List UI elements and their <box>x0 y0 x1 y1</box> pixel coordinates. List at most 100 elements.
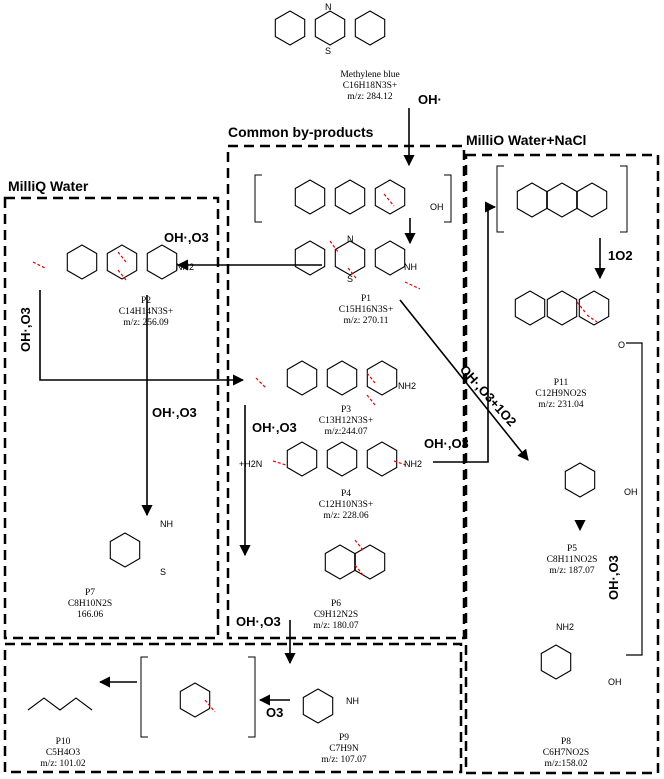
cleave-mark <box>347 267 357 279</box>
p6-ring-left <box>324 544 356 580</box>
bracket-phenothiazine-right <box>620 165 628 233</box>
atom-nh2-p4: NH2 <box>404 459 423 469</box>
compound-name: P1 <box>360 294 372 304</box>
atom-h2n-plus-p4: +H2N <box>239 459 263 469</box>
cleave-mark <box>255 377 267 389</box>
compound-mz: m/z: 284.12 <box>347 92 393 102</box>
atom-oh-p5: OH <box>624 487 638 497</box>
mb-ring-left <box>274 10 306 46</box>
p1-ring-left <box>294 240 326 276</box>
arrow-p4-to-phenothiazine <box>433 201 497 463</box>
compound-p3-label: P3 C13H12N3S+ m/z:244.07 <box>306 405 386 438</box>
p1-ring-mid <box>334 240 366 276</box>
cleave-mark <box>366 372 376 384</box>
p8-ring <box>540 644 572 680</box>
compound-formula: C13H12N3S+ <box>318 416 374 426</box>
atom-s-mb: S <box>325 46 332 56</box>
cleave-mark <box>383 193 395 207</box>
compound-formula: C16H18N3S+ <box>342 81 398 91</box>
atom-oh-p8: OH <box>608 677 622 687</box>
compound-formula: C15H16N3S+ <box>338 305 394 315</box>
compound-formula: C12H9NO2S <box>535 389 587 399</box>
p2-ring-left <box>66 244 98 280</box>
cleave-mark <box>576 301 586 313</box>
cleave-mark <box>393 460 407 466</box>
compound-mz: m/z: 187.07 <box>549 566 595 576</box>
atom-nh2-p8: NH2 <box>556 622 575 632</box>
reagent-o3-p9: O3 <box>266 705 284 720</box>
title-common-byproducts: Common by-products <box>228 124 374 140</box>
cleave-mark <box>329 240 339 253</box>
compound-p9-label: P9 C7H9N m/z: 107.07 <box>304 733 384 766</box>
reagent-oh-o3-p3p6: OH·,O3 <box>252 420 297 435</box>
compound-name: Methylene blue <box>340 70 400 80</box>
p1-ring-right <box>374 240 406 276</box>
arrow-p2-to-p3 <box>39 290 245 386</box>
compound-p8-label: P8 C6H7NO2S m/z:158.02 <box>526 737 606 770</box>
title-milliq-nacl: MilliO Water+NaCl <box>466 132 587 148</box>
atom-nh-p7: NH <box>160 519 173 529</box>
compound-name: P7 <box>84 588 96 598</box>
compound-name: P11 <box>553 378 569 388</box>
p2-ring-mid <box>106 244 138 280</box>
p4-ring-mid <box>326 441 358 477</box>
bracket-dioxole-right <box>248 656 256 738</box>
compound-p4-label: P4 C12H10N3S+ m/z: 228.06 <box>306 489 386 522</box>
compound-formula: C14H14N3S+ <box>118 307 174 317</box>
cleave-mark <box>354 564 364 576</box>
compound-mb-label: Methylene blue C16H18N3S+ m/z: 284.12 <box>318 70 422 103</box>
mb-ring-mid <box>314 10 346 46</box>
reagent-oh-o3-p2p7: OH·,O3 <box>152 405 197 420</box>
bracket-phenothiazine-left <box>496 165 504 233</box>
p6-ring-right <box>354 544 386 580</box>
compound-name: P5 <box>566 544 578 554</box>
p7-ring <box>109 532 141 568</box>
compound-name: P10 <box>55 737 71 747</box>
compound-name: P4 <box>340 489 352 499</box>
cleave-mark <box>404 281 421 290</box>
compound-p6-label: P6 C9H12N2S m/z: 180.07 <box>296 599 376 632</box>
cleave-mark <box>354 539 364 551</box>
p10-chain <box>27 697 93 711</box>
p3-ring-mid <box>326 360 358 396</box>
compound-formula: C8H11NO2S <box>546 555 598 565</box>
compound-formula: C12H10N3S+ <box>318 500 374 510</box>
reagent-oh-o3-p2p3: OH·,O3 <box>18 307 33 352</box>
p11-ring-right <box>578 290 610 326</box>
bottom-box <box>3 642 463 774</box>
compound-formula: C7H9N <box>329 744 359 754</box>
phenothiazine-ring-right <box>576 182 608 218</box>
compound-p7-label: P7 C8H10N2S 166.06 <box>50 588 130 621</box>
compound-mz: m/z:244.07 <box>324 427 368 437</box>
cleave-mark <box>366 394 376 406</box>
compound-p11-label: P11 C12H9NO2S m/z: 231.04 <box>516 378 606 411</box>
p9-ring <box>302 688 334 724</box>
p4-ring-left <box>286 441 318 477</box>
atom-o-p11: O <box>618 340 626 350</box>
compound-mz: m/z: 228.06 <box>323 511 369 521</box>
atom-nh2-p2: NH2 <box>176 262 195 272</box>
compound-name: P8 <box>560 737 572 747</box>
compound-name: P9 <box>338 733 350 743</box>
compound-mz: m/z: 101.02 <box>40 759 86 769</box>
atom-nh-p1: NH <box>404 262 417 272</box>
bracket-intermediate-right <box>444 174 452 223</box>
milliq-box <box>3 196 220 640</box>
compound-name: P2 <box>140 296 152 306</box>
atom-s-p7: S <box>160 567 167 577</box>
atom-nh2-p3: NH2 <box>398 381 417 391</box>
p11-ring-left <box>514 290 546 326</box>
cleave-mark <box>204 699 216 713</box>
p4-ring-right <box>366 441 398 477</box>
title-milliq-water: MilliQ Water <box>8 178 89 194</box>
cleave-mark <box>117 269 127 281</box>
phenothiazine-ring-mid <box>546 182 578 218</box>
atom-nh-p9: NH <box>346 696 359 706</box>
cleave-mark <box>32 261 46 269</box>
intermediate-ring-left <box>294 179 326 215</box>
p3-ring-left <box>286 360 318 396</box>
atom-n-mb: N <box>325 2 332 12</box>
reagent-oh-o3-p1p2: OH·,O3 <box>164 230 209 245</box>
compound-p2-label: P2 C14H14N3S+ m/z: 256.09 <box>106 296 186 329</box>
reagent-oh-o3-p4: OH·,O3 <box>424 436 469 451</box>
